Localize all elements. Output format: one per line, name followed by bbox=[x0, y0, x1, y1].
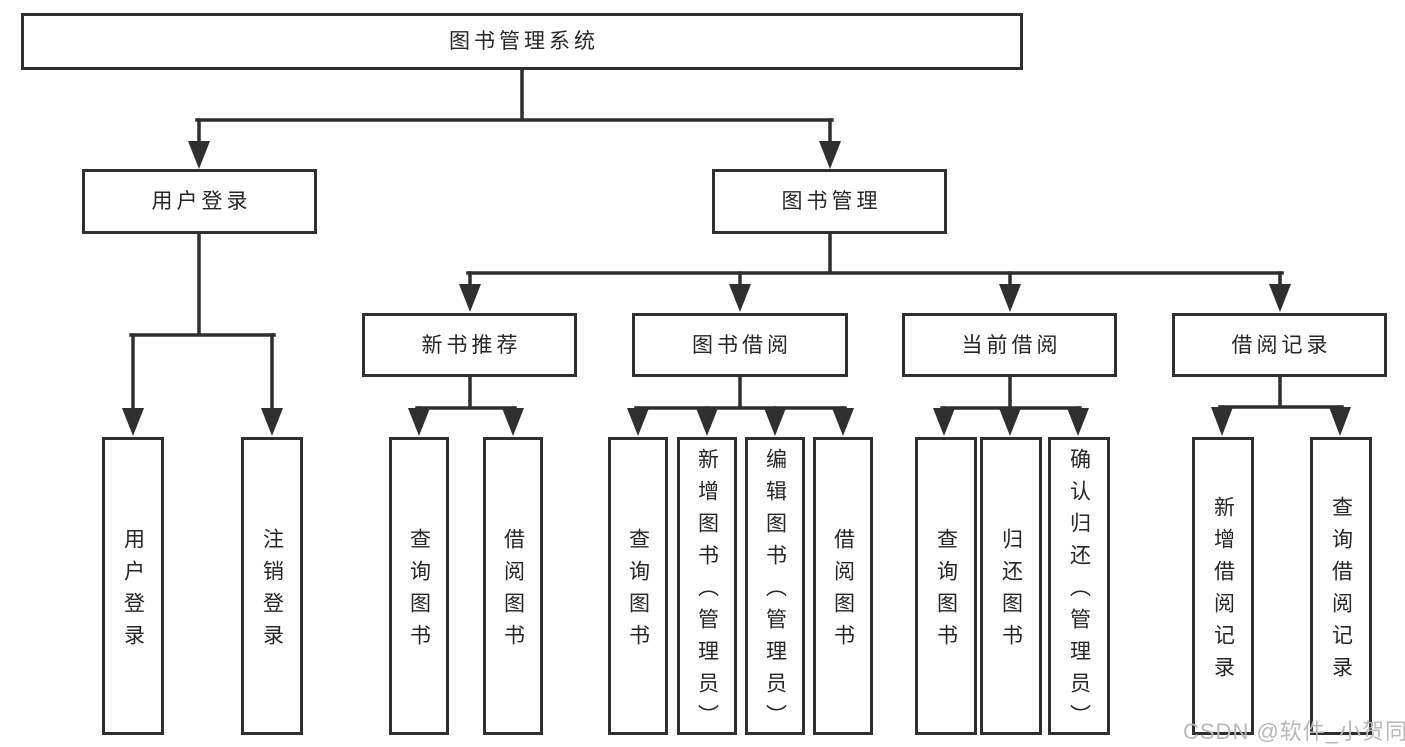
node-borrow-records: 借阅记录 bbox=[1172, 313, 1387, 377]
leaf-logout-label: 注销登录 bbox=[260, 527, 284, 656]
node-new-book-recommend-label: 新书推荐 bbox=[421, 333, 522, 357]
leaf-logout: 注销登录 bbox=[241, 437, 303, 735]
leaf-query-borrow-record: 查询借阅记录 bbox=[1310, 437, 1372, 735]
leaf-borrow-books-recommend-label: 借阅图书 bbox=[501, 527, 525, 656]
leaf-confirm-return-admin: 确认归还（管理员） bbox=[1048, 437, 1110, 736]
node-root: 图书管理系统 bbox=[21, 13, 1023, 70]
leaf-confirm-return-admin-label: 确认归还（管理员） bbox=[1067, 447, 1091, 736]
leaf-return-book-label: 归还图书 bbox=[999, 527, 1023, 656]
leaf-query-books-borrow-label: 查询图书 bbox=[626, 527, 650, 656]
leaf-borrow-books-recommend: 借阅图书 bbox=[483, 437, 543, 735]
leaf-query-books-borrow: 查询图书 bbox=[608, 437, 668, 735]
node-borrow-records-label: 借阅记录 bbox=[1231, 333, 1332, 357]
leaf-borrow-books-2-label: 借阅图书 bbox=[831, 527, 855, 656]
leaf-query-books-recommend-label: 查询图书 bbox=[407, 527, 431, 656]
leaf-query-books-current-label: 查询图书 bbox=[934, 527, 958, 656]
leaf-query-borrow-record-label: 查询借阅记录 bbox=[1329, 495, 1353, 688]
leaf-query-books-current: 查询图书 bbox=[915, 437, 977, 735]
node-book-borrow-label: 图书借阅 bbox=[692, 333, 792, 357]
node-current-borrow-label: 当前借阅 bbox=[961, 333, 1062, 357]
watermark: CSDN @软件_小贺同学 bbox=[1183, 719, 1405, 744]
leaf-return-book: 归还图书 bbox=[980, 437, 1042, 735]
leaf-edit-book-admin: 编辑图书（管理员） bbox=[745, 437, 805, 736]
leaf-user-login: 用户登录 bbox=[102, 437, 164, 735]
leaf-add-book-admin-label: 新增图书（管理员） bbox=[695, 447, 719, 736]
node-book-management-label: 图书管理 bbox=[781, 190, 882, 213]
leaf-borrow-books-2: 借阅图书 bbox=[813, 437, 873, 735]
leaf-add-book-admin: 新增图书（管理员） bbox=[677, 437, 737, 736]
leaf-query-books-recommend: 查询图书 bbox=[389, 437, 449, 735]
node-new-book-recommend: 新书推荐 bbox=[362, 313, 577, 377]
node-current-borrow: 当前借阅 bbox=[902, 313, 1117, 377]
node-user-login-label: 用户登录 bbox=[151, 190, 252, 213]
node-root-label: 图书管理系统 bbox=[449, 30, 599, 53]
node-user-login: 用户登录 bbox=[82, 169, 317, 234]
node-book-borrow: 图书借阅 bbox=[632, 313, 848, 377]
leaf-user-login-label: 用户登录 bbox=[121, 527, 145, 656]
leaf-edit-book-admin-label: 编辑图书（管理员） bbox=[763, 447, 787, 736]
leaf-add-borrow-record-label: 新增借阅记录 bbox=[1211, 495, 1235, 688]
node-book-management: 图书管理 bbox=[712, 169, 947, 234]
leaf-add-borrow-record: 新增借阅记录 bbox=[1192, 437, 1254, 735]
